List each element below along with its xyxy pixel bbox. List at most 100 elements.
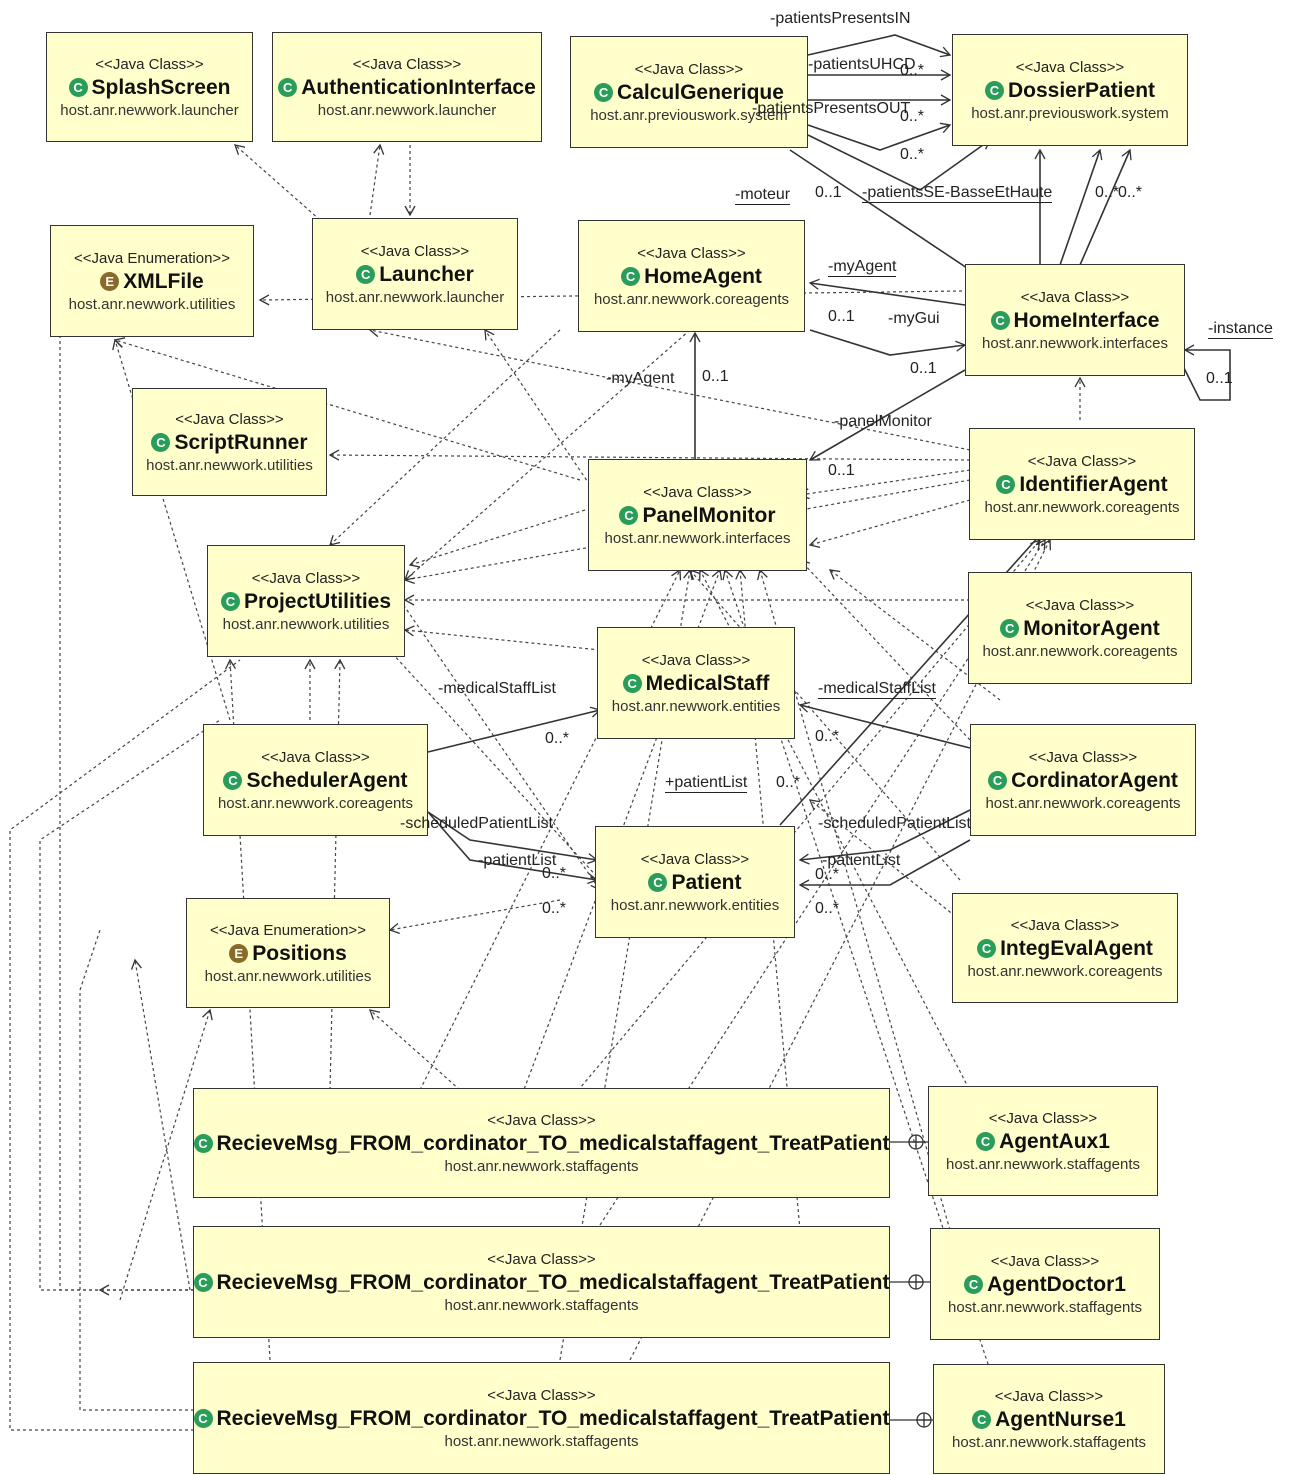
class-icon: C bbox=[619, 505, 639, 525]
class-icon: C bbox=[977, 938, 997, 958]
stereotype: <<Java Class>> bbox=[261, 748, 370, 766]
class-icon: C bbox=[220, 591, 240, 611]
stereotype: <<Java Class>> bbox=[1020, 288, 1130, 306]
class-icon: C bbox=[976, 1131, 996, 1151]
stereotype: <<Java Class>> bbox=[994, 1387, 1104, 1405]
class-icon: C bbox=[151, 432, 171, 452]
role-label: -medicalStaffList bbox=[818, 680, 936, 699]
role-label: -medicalStaffList bbox=[438, 680, 556, 697]
role-label: -panelMonitor bbox=[834, 413, 932, 430]
package-name: host.anr.newwork.interfaces bbox=[604, 529, 791, 547]
class-icon: C bbox=[223, 770, 243, 790]
stereotype: <<Java Class>> bbox=[990, 1252, 1100, 1270]
package-name: host.anr.newwork.utilities bbox=[146, 456, 313, 474]
package-name: host.anr.newwork.utilities bbox=[68, 295, 236, 313]
class-icon: C bbox=[193, 1272, 213, 1292]
package-name: host.anr.newwork.staffagents bbox=[947, 1298, 1142, 1316]
class-name: IntegEvalAgent bbox=[1000, 936, 1153, 960]
package-name: host.anr.newwork.coreagents bbox=[593, 290, 790, 308]
stereotype: <<Java Class>> bbox=[1028, 748, 1138, 766]
multiplicity-label: 0..1 bbox=[828, 462, 855, 479]
class-name: XMLFile bbox=[123, 269, 204, 293]
package-name: host.anr.newwork.coreagents bbox=[985, 794, 1181, 812]
class-icon: C bbox=[984, 80, 1004, 100]
stereotype: <<Java Class>> bbox=[1025, 596, 1135, 614]
class-name: SchedulerAgent bbox=[246, 768, 408, 792]
role-label: -instance bbox=[1208, 320, 1273, 339]
class-icon: C bbox=[278, 77, 298, 97]
multiplicity-label: 0..1 bbox=[702, 368, 729, 385]
stereotype: <<Java Class>> bbox=[95, 55, 204, 73]
multiplicity-label: 0..* bbox=[776, 774, 801, 791]
role-label: -patientsUHCD bbox=[808, 56, 916, 73]
package-name: host.anr.previouswork.system bbox=[590, 106, 788, 124]
class-name: SplashScreen bbox=[91, 75, 231, 99]
class-icon: C bbox=[622, 673, 642, 693]
multiplicity-label: 0..1 bbox=[828, 308, 855, 325]
role-label: -patientList bbox=[478, 852, 557, 869]
role-label: -moteur bbox=[735, 186, 791, 205]
multiplicity-label: 0..* bbox=[900, 62, 925, 79]
class-icon: C bbox=[594, 82, 614, 102]
stereotype: <<Java Class>> bbox=[487, 1250, 596, 1268]
multiplicity-label: 0..* bbox=[542, 900, 567, 917]
class-name: MonitorAgent bbox=[1023, 616, 1160, 640]
class-icon: C bbox=[1000, 618, 1020, 638]
class-name: Positions bbox=[252, 941, 347, 965]
class-name: AgentDoctor1 bbox=[987, 1272, 1126, 1296]
package-name: host.anr.newwork.launcher bbox=[60, 101, 239, 119]
class-icon: C bbox=[990, 310, 1010, 330]
class-icon: C bbox=[621, 266, 641, 286]
stereotype: <<Java Class>> bbox=[637, 244, 746, 262]
class-name: RecieveMsg_FROM_cordinator_TO_medicalsta… bbox=[216, 1406, 890, 1430]
class-name: ScriptRunner bbox=[174, 430, 308, 454]
enum-icon: E bbox=[100, 271, 120, 291]
class-name: RecieveMsg_FROM_cordinator_TO_medicalsta… bbox=[216, 1270, 890, 1294]
class-icon: C bbox=[964, 1274, 984, 1294]
role-label: +patientList bbox=[665, 774, 748, 793]
package-name: host.anr.newwork.staffagents bbox=[444, 1432, 639, 1450]
package-name: host.anr.newwork.entities bbox=[611, 697, 781, 715]
class-name: DossierPatient bbox=[1007, 78, 1156, 102]
role-label: -scheduledPatientList bbox=[400, 815, 553, 832]
multiplicity-label: 0..* bbox=[815, 900, 840, 917]
stereotype: <<Java Enumeration>> bbox=[74, 249, 230, 267]
role-label: -patientList bbox=[822, 852, 901, 869]
multiplicity-label: 0..* bbox=[542, 865, 567, 882]
nesting-connectors bbox=[890, 1134, 933, 1428]
class-name: AgentNurse1 bbox=[995, 1407, 1126, 1431]
role-label: -myAgent bbox=[828, 258, 897, 277]
package-name: host.anr.newwork.coreagents bbox=[982, 642, 1178, 660]
package-name: host.anr.newwork.coreagents bbox=[967, 962, 1163, 980]
package-name: host.anr.newwork.coreagents bbox=[984, 498, 1180, 516]
multiplicity-label: 0..1 bbox=[1206, 370, 1233, 387]
multiplicity-label: 0..* bbox=[1118, 184, 1143, 201]
class-icon: C bbox=[648, 872, 668, 892]
class-name: IdentifierAgent bbox=[1019, 472, 1168, 496]
